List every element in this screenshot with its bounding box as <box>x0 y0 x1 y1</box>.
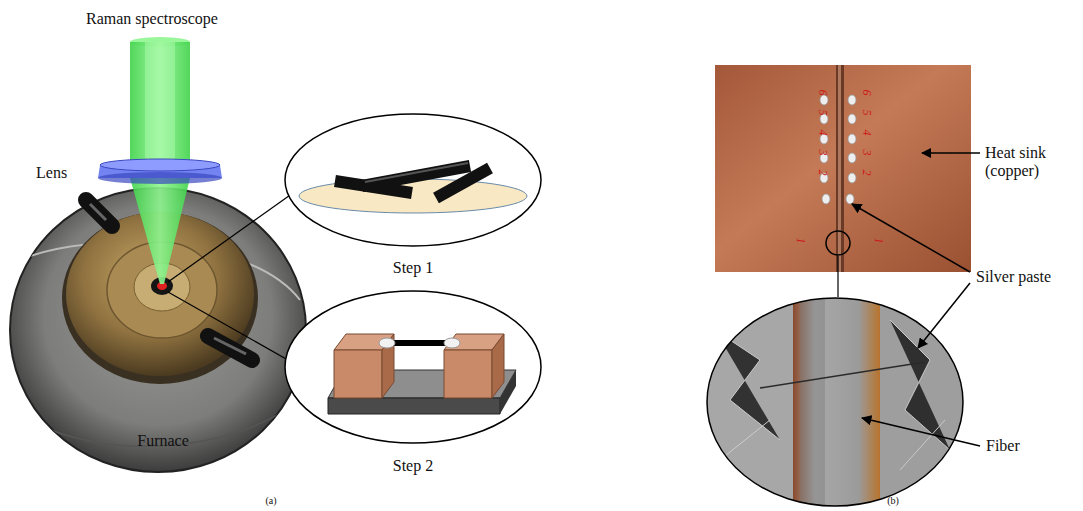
callout-leader-lines <box>168 188 302 368</box>
step2-callout-part <box>334 334 394 350</box>
laser-beam-part <box>130 178 190 284</box>
copper-heat-sink-photo-part-part <box>846 194 854 204</box>
callout-leader-lines-part <box>168 188 300 282</box>
lens-symbol-part <box>100 159 220 171</box>
step2-callout-part <box>285 291 541 443</box>
handwritten-number: 1 <box>793 238 806 244</box>
part-label: Fiber <box>986 437 1020 455</box>
leader-arrows <box>852 153 980 446</box>
copper-heat-sink-photo-part <box>837 256 838 297</box>
part-label: Heat sink (copper) <box>985 144 1077 179</box>
step2-callout-part <box>386 340 452 346</box>
furnace-picture-part <box>208 336 252 360</box>
step1-callout <box>285 114 541 246</box>
step2-callout <box>285 291 541 443</box>
title-label: Raman spectroscope <box>86 10 218 28</box>
fiber-zoom-photo-part-part-part <box>720 420 770 460</box>
step2-callout-part <box>334 350 382 398</box>
copper-heat-sink-photo-part-part <box>848 153 856 163</box>
fiber-zoom-photo-part-part <box>760 362 925 388</box>
copper-heat-sink-photo-part <box>826 231 850 255</box>
handwritten-number: 1 <box>871 238 884 244</box>
step2-callout-part <box>444 350 492 398</box>
step1-callout-part <box>436 168 490 198</box>
fiber-zoom-photo-part-part <box>880 296 965 508</box>
laser-beam-part <box>130 42 190 170</box>
panel-label: (a) <box>265 495 276 506</box>
leader-arrows-part <box>852 204 970 272</box>
part-label: Furnace <box>137 432 189 450</box>
fiber-zoom-photo-part-part <box>800 296 825 508</box>
lens-symbol <box>98 159 222 184</box>
handwritten-number: 5 <box>859 110 872 116</box>
copper-heat-sink-photo <box>715 65 971 297</box>
fiber-zoom-photo-part-part <box>705 296 965 508</box>
part-label: Lens <box>36 164 67 182</box>
fiber-zoom-photo-part-part <box>793 296 880 508</box>
fiber-zoom-photo <box>705 296 965 508</box>
leader-arrows-part <box>862 418 980 446</box>
handwritten-number: 3 <box>859 150 872 156</box>
handwritten-number: 6 <box>859 90 872 96</box>
furnace-picture-part <box>90 204 106 220</box>
step2-callout-part <box>328 398 500 414</box>
handwritten-number: 2 <box>859 170 872 176</box>
fiber-zoom-photo-part-part-part <box>715 330 780 440</box>
copper-heat-sink-photo-part <box>838 65 841 272</box>
copper-heat-sink-photo-part-part <box>848 114 856 124</box>
fiber-zoom-photo-part-part-part <box>890 320 950 450</box>
handwritten-number: 4 <box>859 130 872 136</box>
step1-callout-part <box>365 163 468 182</box>
furnace-picture-part <box>86 200 112 226</box>
leader-arrows-part <box>922 152 980 154</box>
step1-callout-part <box>285 114 541 246</box>
copper-heat-sink-photo-part <box>715 65 971 272</box>
panel-label: (b) <box>887 495 899 506</box>
fiber-zoom-photo-part <box>705 296 965 508</box>
copper-heat-sink-photo-part-part <box>848 134 856 144</box>
copper-heat-sink-photo-part-part <box>820 95 828 105</box>
furnace-picture-part <box>214 338 246 354</box>
handwritten-number: 2 <box>815 170 828 176</box>
handwritten-number: 5 <box>815 110 828 116</box>
laser-beam-part <box>145 42 175 170</box>
step2-callout-part <box>492 334 504 398</box>
step1-callout-part <box>299 179 527 213</box>
fiber-zoom-photo-part-part <box>705 296 793 508</box>
step2-callout-part <box>444 338 460 348</box>
step-label: Step 2 <box>393 457 433 475</box>
step2-callout-part <box>379 338 395 348</box>
copper-heat-sink-photo-part-part <box>848 173 856 183</box>
part-label: Silver paste <box>976 268 1051 286</box>
lens-symbol-part <box>98 172 222 184</box>
step-label: Step 1 <box>393 259 433 277</box>
leader-arrows-part <box>918 283 970 348</box>
callout-leader-lines-part <box>168 292 302 368</box>
handwritten-number: 6 <box>815 90 828 96</box>
fiber-zoom-photo-part <box>707 298 963 506</box>
copper-heat-sink-photo-part-part <box>848 95 856 105</box>
copper-heat-sink-photo-part <box>836 65 844 272</box>
handwritten-number: 3 <box>815 150 828 156</box>
handwritten-number: 4 <box>815 130 828 136</box>
copper-heat-sink-photo-part-part <box>822 194 830 204</box>
